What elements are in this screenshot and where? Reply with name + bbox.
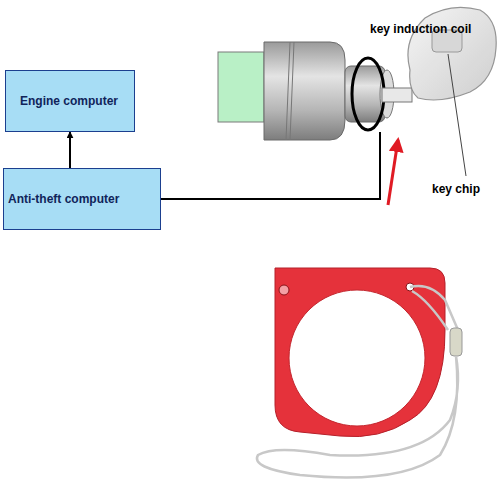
coil-wire [161, 132, 380, 199]
cylinder-seam [286, 42, 290, 140]
lock-back-plate [218, 52, 264, 122]
box-label: Anti-theft computer [8, 192, 119, 206]
part-label: key chip [432, 182, 480, 196]
lanyard-loop [257, 356, 458, 478]
key-blade [382, 88, 412, 102]
pointer-arrow [388, 140, 398, 205]
part-label: key induction coil [370, 22, 471, 36]
cylinder-seam [290, 42, 294, 140]
signal-arrow [69, 132, 71, 168]
tool-screw [279, 285, 289, 295]
key-head [408, 7, 496, 100]
lock-cylinder [264, 42, 345, 140]
computer-box: Engine computer [5, 70, 135, 132]
box-label: Engine computer [20, 94, 118, 108]
lanyard-clip [450, 328, 462, 356]
leader-line [448, 54, 466, 176]
lanyard [410, 286, 458, 330]
red-coil-tool [275, 268, 445, 437]
induction-coil-ring [352, 58, 384, 130]
computer-box: Anti-theft computer [3, 168, 161, 230]
tool-hole [289, 290, 425, 426]
